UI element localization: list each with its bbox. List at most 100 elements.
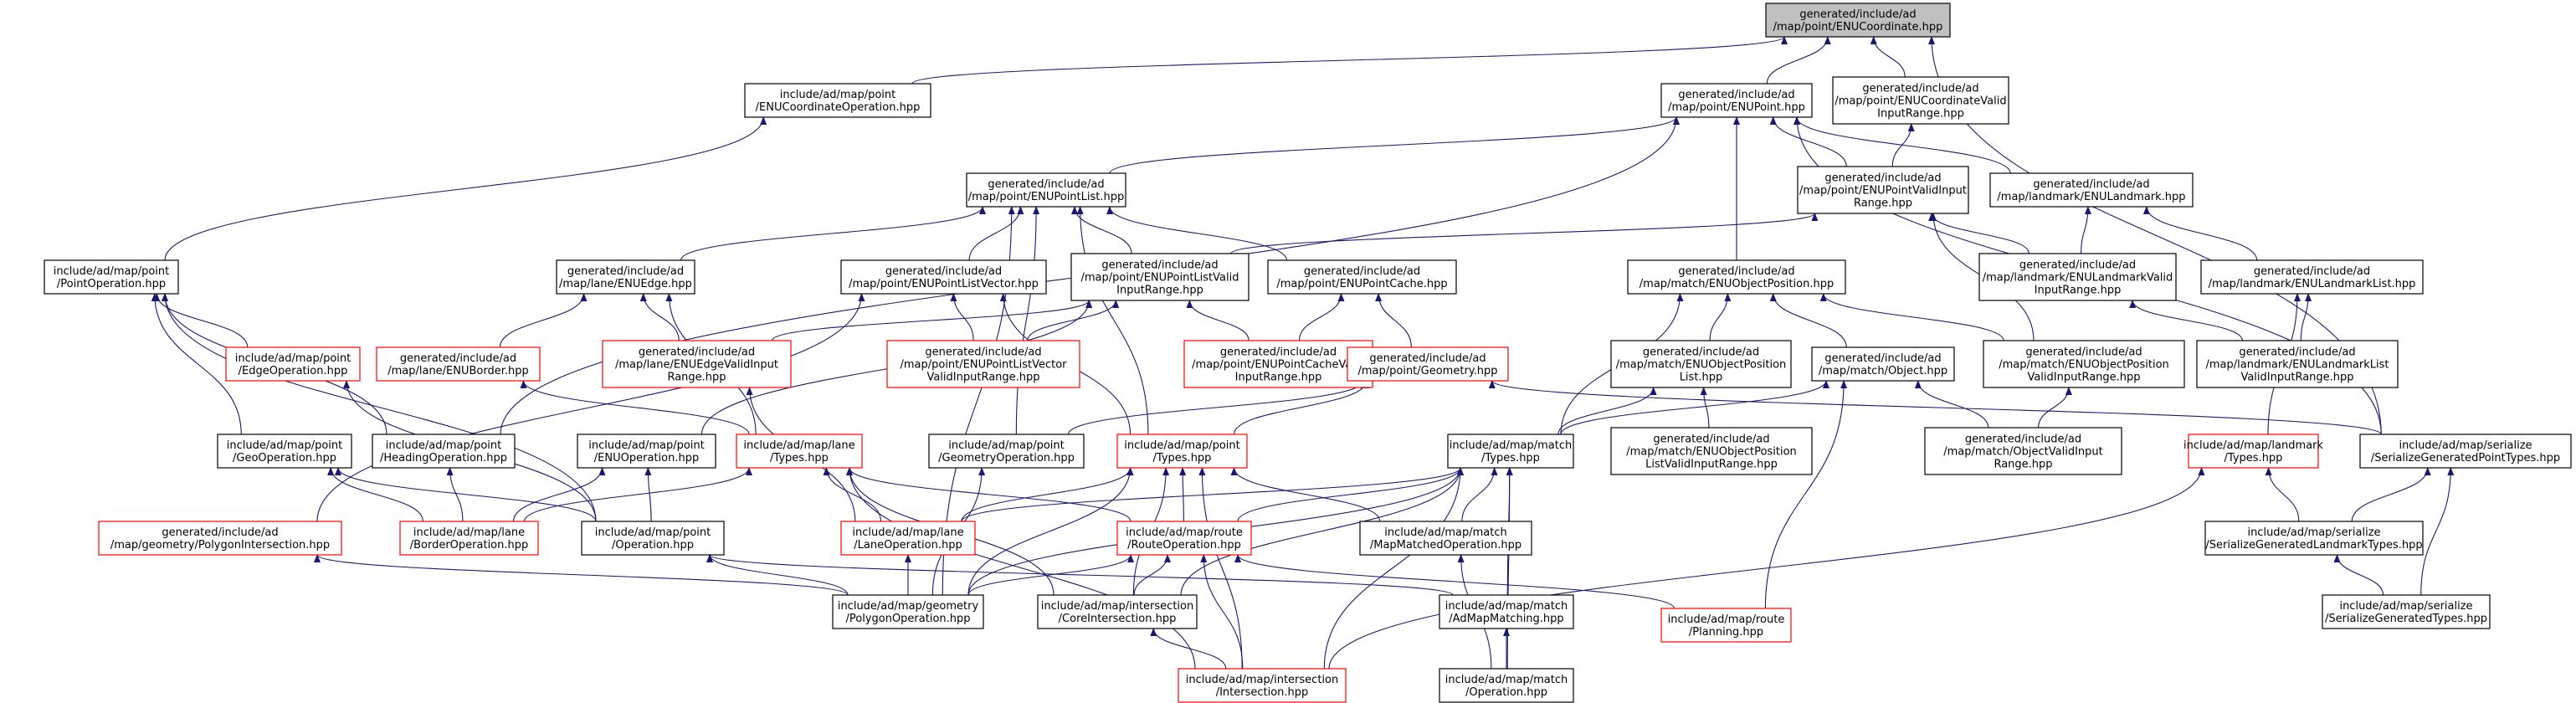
- node-enupointlistvector[interactable]: generated/include/ad/map/point/ENUPointL…: [840, 259, 1047, 295]
- node-label-line: Range.hpp: [1994, 459, 2052, 471]
- node-label-line: include/ad/map/point: [948, 439, 1065, 452]
- node-label-line: /Intersection.hpp: [1216, 686, 1309, 699]
- node-enulandmarklistvalid[interactable]: generated/include/ad/map/landmark/ENULan…: [2196, 340, 2399, 388]
- node-box: [1439, 668, 1574, 703]
- node-polygonintersection[interactable]: generated/include/ad/map/geometry/Polygo…: [98, 521, 342, 556]
- node-geoop[interactable]: include/ad/map/point/GeoOperation.hpp: [217, 434, 352, 469]
- node-box: [2196, 340, 2399, 388]
- node-object[interactable]: generated/include/ad/map/match/Object.hp…: [1811, 346, 1955, 382]
- node-enuobjectposition[interactable]: generated/include/ad/map/match/ENUObject…: [1627, 259, 1846, 295]
- node-label-line: /map/point/ENUPointCacheValid: [1192, 359, 1365, 372]
- node-enucoordvalid[interactable]: generated/include/ad/map/point/ENUCoordi…: [1832, 76, 2009, 125]
- node-enuobjectpositionvalid[interactable]: generated/include/ad/map/match/ENUObject…: [1983, 340, 2185, 388]
- node-edgeop[interactable]: include/ad/map/point/EdgeOperation.hpp: [225, 346, 361, 382]
- node-enulandmarkvalid[interactable]: generated/include/ad/map/landmark/ENULan…: [1978, 253, 2177, 301]
- node-enuedgevalid[interactable]: generated/include/ad/map/lane/ENUEdgeVal…: [602, 340, 792, 388]
- node-borderop[interactable]: include/ad/map/lane/BorderOperation.hpp: [399, 521, 539, 556]
- node-serializetypes[interactable]: include/ad/map/serialize/SerializeGenera…: [2322, 594, 2491, 629]
- edge-coreintersection-to-routeop: [1133, 554, 1171, 596]
- node-label-line: /ENUOperation.hpp: [594, 452, 699, 464]
- node-label-line: /LaneOperation.hpp: [854, 539, 962, 552]
- node-planning[interactable]: include/ad/map/route/Planning.hpp: [1660, 608, 1792, 643]
- edge-enulandmark-to-enupoint: [1793, 116, 2011, 174]
- node-enulandmark[interactable]: generated/include/ad/map/landmark/ENULan…: [1989, 172, 2194, 208]
- edge-enuobjectpositionvalid-to-enuobjectposition: [1819, 293, 2004, 341]
- node-polygonop[interactable]: include/ad/map/geometry/PolygonOperation…: [832, 594, 984, 629]
- edge-enulandmarklist-to-enulandmark: [2142, 206, 2258, 261]
- node-enuop[interactable]: include/ad/map/point/ENUOperation.hpp: [577, 434, 716, 469]
- edge-polygonop-to-pointoperation: [706, 554, 849, 596]
- node-enupointlist[interactable]: generated/include/ad/map/point/ENUPointL…: [966, 172, 1126, 208]
- node-coreintersection[interactable]: include/ad/map/intersection/CoreIntersec…: [1037, 594, 1198, 629]
- node-enupointlistvectorvalid[interactable]: generated/include/ad/map/point/ENUPointL…: [886, 340, 1080, 388]
- node-landmarktypes[interactable]: include/ad/map/landmark/Types.hpp: [2183, 434, 2323, 469]
- node-label-line: generated/include/ad: [1678, 265, 1794, 278]
- node-matchtypes[interactable]: include/ad/map/match/Types.hpp: [1447, 434, 1574, 469]
- node-box: [1610, 340, 1792, 388]
- node-enupointlistvalid[interactable]: generated/include/ad/map/point/ENUPointL…: [1070, 253, 1250, 301]
- edge-objectvalid-to-enuobjectpositionvalid: [2038, 387, 2072, 428]
- node-box: [1989, 172, 2194, 208]
- node-label-line: generated/include/ad: [2033, 178, 2149, 191]
- node-label-line: /Types.hpp: [1481, 452, 1540, 464]
- node-matchop[interactable]: include/ad/map/match/Operation.hpp: [1439, 668, 1574, 703]
- edge-intersection-to-matchtypes: [1323, 467, 1464, 670]
- node-routeop[interactable]: include/ad/map/route/RouteOperation.hpp: [1116, 521, 1252, 556]
- edge-enupointlistvector-to-enupointlist: [968, 206, 1024, 261]
- node-label-line: /BorderOperation.hpp: [410, 539, 529, 552]
- node-enuborder[interactable]: generated/include/ad/map/lane/ENUBorder.…: [376, 346, 541, 382]
- node-enupoint[interactable]: generated/include/ad/map/point/ENUPoint.…: [1660, 83, 1813, 118]
- node-box: [1267, 259, 1457, 295]
- node-enuobjectpositionlistvalid[interactable]: generated/include/ad/map/match/ENUObject…: [1610, 427, 1813, 475]
- node-label-line: /PolygonOperation.hpp: [845, 613, 970, 625]
- node-label-line: /HeadingOperation.hpp: [380, 452, 507, 464]
- node-enupointcache[interactable]: generated/include/ad/map/point/ENUPointC…: [1267, 259, 1457, 295]
- node-enupointcachevalid[interactable]: generated/include/ad/map/point/ENUPointC…: [1183, 340, 1373, 388]
- edge-planning-to-routeop: [1234, 554, 1675, 609]
- edge-serializelandmark-to-landmarktypes: [2265, 467, 2300, 522]
- node-label-line: /map/landmark/ENULandmarkValid: [1983, 272, 2173, 285]
- node-pointoperation[interactable]: include/ad/map/point/Operation.hpp: [581, 521, 725, 556]
- edge-enupointcache-to-enupointlist: [1106, 206, 1288, 261]
- node-box: [744, 83, 931, 118]
- edge-polygonop-to-polygonintersection: [314, 554, 849, 596]
- node-enupointvalid[interactable]: generated/include/ad/map/point/ENUPointV…: [1797, 166, 1969, 214]
- node-admapmatching[interactable]: include/ad/map/match/AdMapMatching.hpp: [1439, 594, 1574, 629]
- node-serializelandmark[interactable]: include/ad/map/serialize/SerializeGenera…: [2204, 521, 2424, 556]
- node-enucoordop[interactable]: include/ad/map/point/ENUCoordinateOperat…: [744, 83, 931, 118]
- node-label-line: generated/include/ad: [1824, 352, 1941, 365]
- node-enuedge[interactable]: generated/include/ad/map/lane/ENUEdge.hp…: [556, 259, 695, 295]
- node-box: [1439, 594, 1574, 629]
- node-label-line: include/ad/map/lane: [413, 526, 525, 539]
- node-label-line: ValidInputRange.hpp: [2240, 372, 2353, 384]
- node-label-line: generated/include/ad: [1862, 83, 1978, 95]
- node-pointop[interactable]: include/ad/map/point/PointOperation.hpp: [44, 259, 179, 295]
- node-label-line: include/ad/map/serialize: [2247, 526, 2380, 539]
- node-box: [372, 434, 516, 469]
- node-mapmatchedop[interactable]: include/ad/map/match/MapMatchedOperation…: [1359, 521, 1532, 556]
- node-label-line: include/ad/map/match: [1445, 600, 1568, 613]
- node-label-line: /map/point/ENUPointCache.hpp: [1276, 278, 1447, 290]
- node-box: [1359, 521, 1532, 556]
- node-box: [1627, 259, 1846, 295]
- node-box: [577, 434, 716, 469]
- node-lanetypes[interactable]: include/ad/map/lane/Types.hpp: [736, 434, 863, 469]
- node-label-line: generated/include/ad: [925, 346, 1041, 359]
- node-enulandmarklist[interactable]: generated/include/ad/map/landmark/ENULan…: [2200, 259, 2424, 295]
- edge-enulandmarkvalid-to-enulandmark: [2081, 206, 2091, 254]
- node-serializepoint[interactable]: include/ad/map/serialize/SerializeGenera…: [2359, 434, 2572, 469]
- node-enuobjectpositionlist[interactable]: generated/include/ad/map/match/ENUObject…: [1610, 340, 1792, 388]
- node-geometry[interactable]: generated/include/ad/map/point/Geometry.…: [1347, 346, 1509, 382]
- node-objectvalid[interactable]: generated/include/ad/map/match/ObjectVal…: [1924, 427, 2122, 475]
- node-box: [98, 521, 342, 556]
- node-headingop[interactable]: include/ad/map/point/HeadingOperation.hp…: [372, 434, 516, 469]
- edge-laneop-to-lanetypes: [823, 467, 882, 522]
- node-intersection[interactable]: include/ad/map/intersection/Intersection…: [1178, 668, 1347, 703]
- node-pointtypes[interactable]: include/ad/map/point/Types.hpp: [1116, 434, 1248, 469]
- node-laneop[interactable]: include/ad/map/lane/LaneOperation.hpp: [840, 521, 976, 556]
- node-label-line: InputRange.hpp: [1235, 372, 1322, 384]
- node-label-line: /map/point/ENUPointListVector.hpp: [849, 278, 1039, 290]
- nodes-layer: generated/include/ad/map/point/ENUCoordi…: [44, 3, 2572, 703]
- node-geometryop[interactable]: include/ad/map/point/GeometryOperation.h…: [928, 434, 1085, 469]
- node-root: generated/include/ad/map/point/ENUCoordi…: [1765, 3, 1951, 38]
